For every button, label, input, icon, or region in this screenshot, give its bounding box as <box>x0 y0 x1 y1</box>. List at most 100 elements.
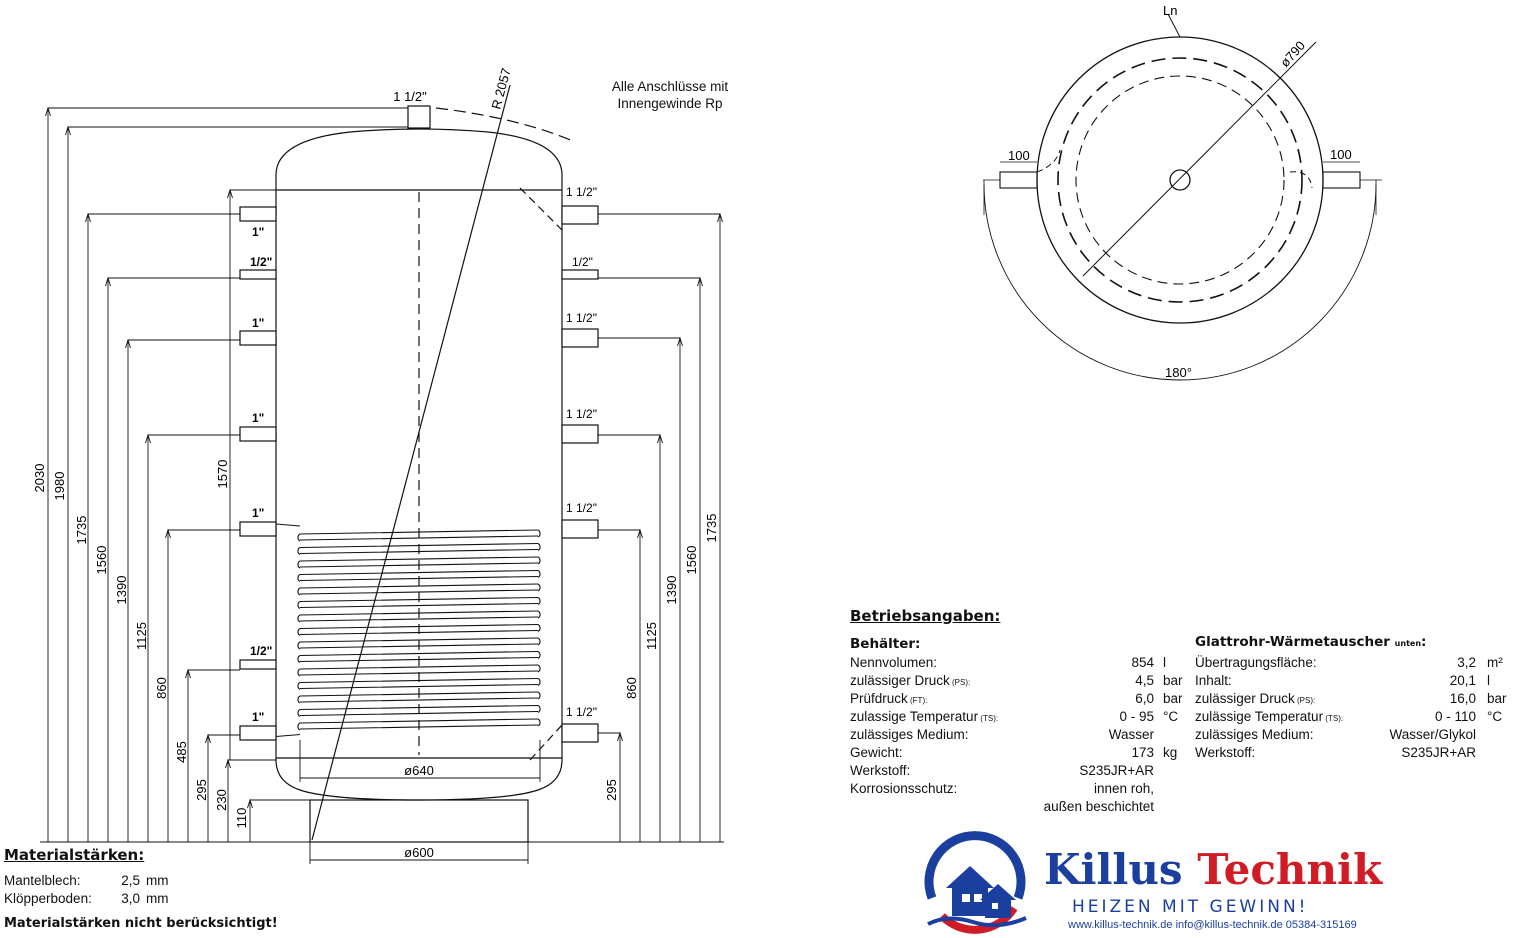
top-view-angle: 180° <box>1165 365 1192 380</box>
connection-note: Alle Anschlüsse mit Innengewinde Rp <box>611 79 729 111</box>
radius-label: R 2057 <box>488 66 513 110</box>
spec-value: 3,2 <box>1457 655 1476 670</box>
spec-value: außen beschichtet <box>1043 799 1154 814</box>
svg-text:1390: 1390 <box>664 576 679 605</box>
svg-text:860: 860 <box>624 677 639 699</box>
right-dim-labels: 1735 1560 1390 1125 860 295 <box>604 514 719 801</box>
left-connections <box>239 206 277 741</box>
material-table: Mantelblech: 2,5 mm Klöpperboden: 3,0 mm <box>4 873 169 906</box>
brand-contact: www.killus-technik.de info@killus-techni… <box>1068 919 1357 931</box>
svg-text:1560: 1560 <box>94 546 109 575</box>
svg-text:295: 295 <box>604 779 619 801</box>
spec-unit: °C <box>1487 709 1503 724</box>
svg-text:110: 110 <box>234 808 249 829</box>
spec-value: 0 - 95 <box>1119 709 1154 724</box>
svg-text:1": 1" <box>252 225 264 239</box>
svg-text:2030: 2030 <box>32 464 47 493</box>
left-connection-labels: 1" 1/2" 1" 1" 1" 1/2" 1" <box>250 225 272 724</box>
brand-slogan: HEIZEN MIT GEWINN! <box>1072 897 1309 917</box>
spec-label: zulässiger Druck (PS): <box>850 673 971 688</box>
stand <box>309 799 529 843</box>
spec-label: zulassige Temperatur (TS): <box>850 709 999 724</box>
svg-text:1": 1" <box>252 411 264 425</box>
spec-value: Wasser/Glykol <box>1389 727 1476 742</box>
svg-text:1/2": 1/2" <box>572 255 593 269</box>
spec-unit: l <box>1163 655 1166 670</box>
svg-text:1570: 1570 <box>215 460 230 489</box>
spec-unit: l <box>1487 673 1490 688</box>
right-connections <box>561 205 599 743</box>
spec-label: zulässiger Druck (PS): <box>1195 691 1316 706</box>
waermetauscher-table: Übertragungsfläche: 3,2 m² Inhalt: 20,1 l zulä… <box>1195 654 1510 774</box>
svg-text:230: 230 <box>214 789 229 811</box>
spec-value: 854 <box>1131 655 1154 670</box>
svg-text:1980: 1980 <box>52 472 67 501</box>
waermetauscher-title: Glattrohr-Wärmetauscher unten: <box>1195 634 1427 650</box>
spec-unit: kg <box>1163 745 1178 760</box>
spec-label: Inhalt: <box>1195 673 1232 688</box>
brand-logo-house <box>924 831 1027 934</box>
left-dim-labels: 2030 1980 1735 1560 1390 1125 860 485 29… <box>32 460 249 829</box>
spec-label: Nennvolumen: <box>850 655 938 670</box>
spec-unit: bar <box>1487 691 1507 706</box>
spec-label: zulässiges Medium: <box>850 727 969 742</box>
top-view-ln-label: Ln <box>1163 3 1177 18</box>
spec-label: Prüfdruck (FT): <box>850 691 928 706</box>
top-head <box>275 128 563 190</box>
spec-value: 173 <box>1131 745 1154 760</box>
betrieb-title: Betriebsangaben: <box>850 607 1001 625</box>
svg-text:1 1/2": 1 1/2" <box>566 311 597 325</box>
svg-text:295: 295 <box>194 779 209 801</box>
radius-arc <box>435 107 576 143</box>
spec-label: zulässiges Medium: <box>1195 727 1314 742</box>
top-nozzle <box>407 105 431 129</box>
spec-value: Wasser <box>1108 727 1154 742</box>
svg-text:1390: 1390 <box>114 576 129 605</box>
spec-unit: bar <box>1163 691 1183 706</box>
spec-label: Übertragungsfläche: <box>1195 655 1317 670</box>
spec-label: zulässige Temperatur (TS): <box>1195 709 1344 724</box>
svg-text:1 1/2": 1 1/2" <box>566 501 597 515</box>
spec-value: S235JR+AR <box>1079 763 1154 778</box>
svg-text:1 1/2": 1 1/2" <box>566 705 597 719</box>
spec-value: S235JR+AR <box>1401 745 1476 760</box>
svg-text:1/2": 1/2" <box>250 255 272 269</box>
spec-label: Werkstoff: <box>850 763 911 778</box>
top-view <box>983 13 1382 381</box>
spec-unit: m² <box>1487 655 1503 670</box>
svg-text:1560: 1560 <box>684 546 699 575</box>
coil-exchanger <box>275 523 541 738</box>
material-title: Materialstärken: <box>4 846 145 864</box>
spec-value: 0 - 110 <box>1434 709 1476 724</box>
diameter-600-label: ø600 <box>404 845 434 860</box>
spec-value: 6,0 <box>1135 691 1154 706</box>
spec-value: 16,0 <box>1449 691 1476 706</box>
svg-text:1": 1" <box>252 316 264 330</box>
top-view-left-dim: 100 <box>1008 148 1030 163</box>
svg-text:1735: 1735 <box>704 514 719 543</box>
radius-line <box>311 84 511 841</box>
spec-unit: °C <box>1163 709 1179 724</box>
svg-text:1/2": 1/2" <box>250 644 272 658</box>
behaelter-title: Behälter: <box>850 636 921 652</box>
svg-text:860: 860 <box>154 677 169 699</box>
svg-text:1735: 1735 <box>74 516 89 545</box>
material-footer: Materialstärken nicht berücksichtigt! <box>4 916 278 931</box>
svg-text:1125: 1125 <box>644 622 659 650</box>
spec-value: 4,5 <box>1135 673 1154 688</box>
svg-text:485: 485 <box>174 741 189 763</box>
behaelter-table: Nennvolumen: 854 l zulässiger Druck (PS): 4,… <box>850 654 1190 824</box>
spec-value: 20,1 <box>1449 673 1476 688</box>
spec-label: Gewicht: <box>850 745 903 760</box>
diameter-640-label: ø640 <box>404 763 434 778</box>
svg-text:1": 1" <box>252 710 264 724</box>
brand-name: Killus Technik <box>1044 845 1383 894</box>
svg-text:1 1/2": 1 1/2" <box>566 407 597 421</box>
spec-label: Werkstoff: <box>1195 745 1256 760</box>
spec-value: innen roh, <box>1093 781 1154 796</box>
svg-text:1 1/2": 1 1/2" <box>566 185 597 199</box>
svg-text:1125: 1125 <box>134 622 149 650</box>
top-connection-label: 1 1/2" <box>393 89 427 104</box>
right-connection-labels: 1 1/2" 1/2" 1 1/2" 1 1/2" 1 1/2" 1 1/2" <box>566 185 597 719</box>
